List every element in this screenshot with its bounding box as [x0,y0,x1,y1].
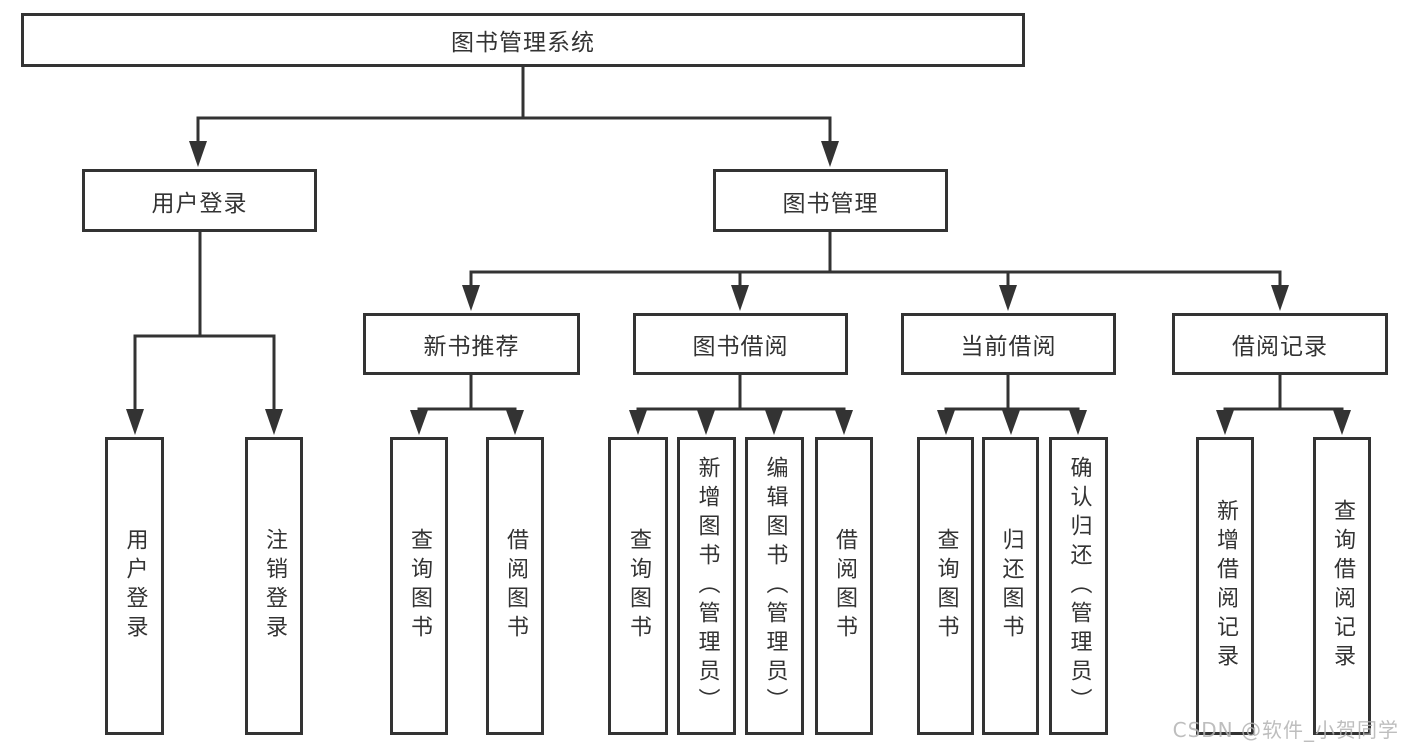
leaf-query-books-2: 查询图书 [608,437,668,735]
node-borrow-records: 借阅记录 [1172,313,1388,375]
edges-user-login-subtree [126,232,283,435]
leaf-borrow-books-2: 借阅图书 [815,437,873,735]
edges-new-book-recommend-children [410,375,524,435]
leaf-user-login-label: 用户登录 [122,528,148,644]
leaf-query-books-1-label: 查询图书 [407,528,432,644]
leaf-borrow-books-2-label: 借阅图书 [832,528,857,644]
leaf-edit-books-admin-label: 编辑图书（管理员） [762,455,788,717]
leaf-query-books-3-label: 查询图书 [933,528,959,644]
leaf-return-books: 归还图书 [982,437,1039,735]
leaf-add-books-admin: 新增图书（管理员） [677,437,736,735]
leaf-add-borrow-record-label: 新增借阅记录 [1213,499,1238,673]
leaf-query-books-3: 查询图书 [917,437,974,735]
leaf-confirm-return-admin-label: 确认归还（管理员） [1066,455,1092,717]
leaf-logout: 注销登录 [245,437,303,735]
leaf-query-borrow-record-label: 查询借阅记录 [1330,499,1355,673]
leaf-borrow-books-1-label: 借阅图书 [503,528,528,644]
leaf-add-borrow-record: 新增借阅记录 [1196,437,1254,735]
edges-book-borrow-children [629,375,853,435]
leaf-logout-label: 注销登录 [262,528,287,644]
csdn-watermark: CSDN @软件_小贺同学 [1172,718,1399,742]
leaf-confirm-return-admin: 确认归还（管理员） [1049,437,1108,735]
leaf-edit-books-admin: 编辑图书（管理员） [745,437,804,735]
edges-root-to-level2 [189,67,839,167]
node-new-book-recommend: 新书推荐 [363,313,580,375]
edges-current-borrow-children [937,375,1087,435]
leaf-return-books-label: 归还图书 [998,528,1024,644]
leaf-borrow-books-1: 借阅图书 [486,437,544,735]
node-user-login: 用户登录 [82,169,317,232]
leaf-user-login: 用户登录 [105,437,164,735]
leaf-query-books-1: 查询图书 [390,437,448,735]
leaf-query-borrow-record: 查询借阅记录 [1313,437,1371,735]
node-book-management: 图书管理 [713,169,948,232]
leaf-query-books-2-label: 查询图书 [626,528,651,644]
leaf-add-books-admin-label: 新增图书（管理员） [694,455,720,717]
edges-borrow-records-children [1216,375,1351,435]
node-current-borrow: 当前借阅 [901,313,1116,375]
node-library-management-system: 图书管理系统 [21,13,1025,67]
node-book-borrow: 图书借阅 [633,313,848,375]
edges-book-management-to-level3 [462,232,1289,311]
